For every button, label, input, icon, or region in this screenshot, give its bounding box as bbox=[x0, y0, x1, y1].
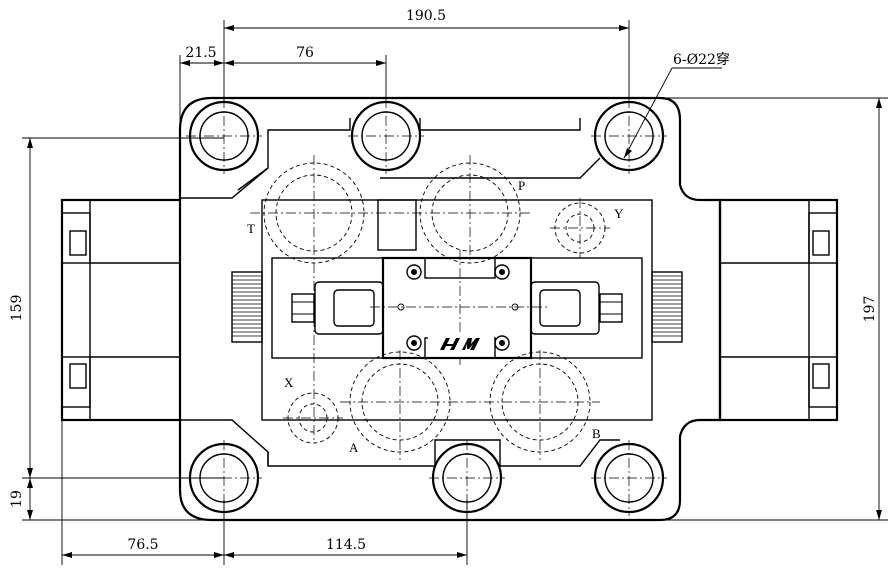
dim-bottom-left: 76.5 bbox=[127, 537, 158, 553]
dim-left-height: 159 bbox=[9, 295, 25, 322]
port-label-b: B bbox=[592, 426, 601, 441]
manufacturer-logo bbox=[428, 334, 494, 356]
dimension-lines bbox=[22, 20, 888, 565]
dim-top-overall: 190.5 bbox=[406, 8, 446, 24]
dim-top-left-offset: 21.5 bbox=[185, 45, 216, 61]
dim-bottom-spacing: 114.5 bbox=[326, 537, 366, 553]
dim-hole-callout: 6-Ø22穿 bbox=[673, 52, 730, 68]
dim-right-height: 197 bbox=[862, 296, 878, 323]
dim-left-bottom: 19 bbox=[9, 490, 25, 508]
solenoid-valve bbox=[291, 256, 623, 360]
knurled-handles bbox=[231, 271, 683, 343]
center-lines bbox=[186, 98, 667, 516]
left-end-cap bbox=[60, 198, 182, 422]
port-label-y: Y bbox=[614, 206, 624, 221]
port-label-a: A bbox=[349, 440, 359, 455]
right-end-cap bbox=[718, 198, 839, 422]
port-label-x: X bbox=[284, 375, 294, 390]
port-label-p: P bbox=[518, 178, 525, 193]
port-label-t: T bbox=[247, 221, 255, 236]
pilot-plate bbox=[261, 199, 653, 421]
dim-top-spacing: 76 bbox=[296, 45, 314, 61]
